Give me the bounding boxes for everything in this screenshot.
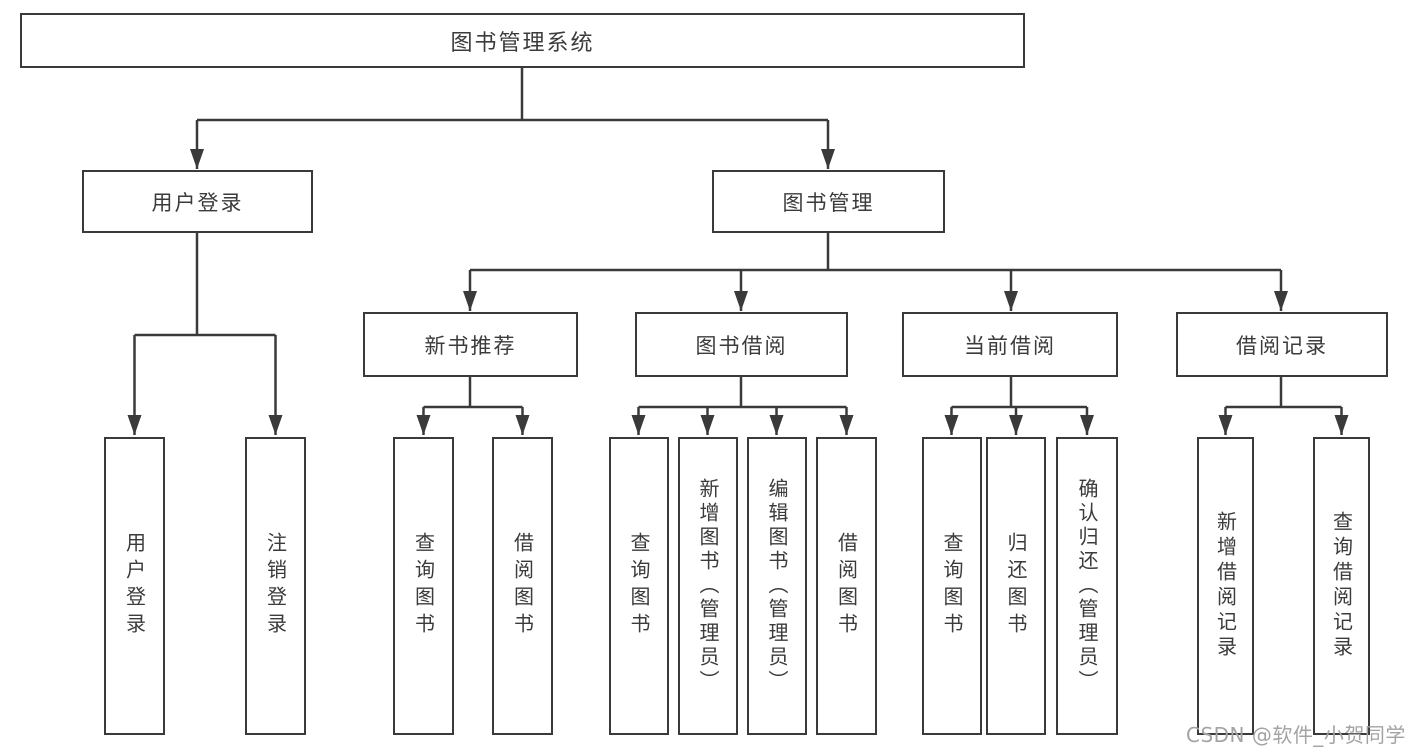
- leaf-record-query-label: 查询借阅记录: [1329, 511, 1354, 661]
- leaf-user-login-label: 用户登录: [122, 532, 147, 640]
- leaf-borrow-borrow-book-label: 借阅图书: [834, 532, 859, 640]
- leaf-logout-label: 注销登录: [263, 532, 288, 640]
- watermark: CSDN @软件_小贺同学: [1186, 723, 1405, 747]
- connector-borrow-record-children: [1218, 377, 1349, 435]
- leaf-current-query-label: 查询图书: [940, 532, 964, 640]
- leaf-borrow-query: 查询图书: [609, 437, 669, 735]
- leaf-current-query: 查询图书: [922, 437, 982, 735]
- node-current-borrow: 当前借阅: [902, 312, 1118, 377]
- node-system-root: 图书管理系统: [20, 13, 1025, 68]
- connector-book-borrow-children: [631, 377, 854, 435]
- leaf-borrow-query-label: 查询图书: [627, 532, 651, 640]
- leaf-borrow-edit-book: 编辑图书（管理员）: [747, 437, 807, 735]
- leaf-newbook-query: 查询图书: [393, 437, 454, 735]
- leaf-record-add: 新增借阅记录: [1197, 437, 1254, 735]
- node-new-book-recommend: 新书推荐: [363, 312, 578, 377]
- connector-new-book-rec-children: [416, 377, 530, 435]
- leaf-current-confirm-return: 确认归还（管理员）: [1056, 437, 1118, 735]
- leaf-record-add-label: 新增借阅记录: [1213, 511, 1238, 661]
- connector-current-borrow-children: [944, 377, 1094, 435]
- leaf-newbook-borrow-label: 借阅图书: [510, 532, 535, 640]
- leaf-borrow-borrow-book: 借阅图书: [816, 437, 877, 735]
- leaf-borrow-add-book: 新增图书（管理员）: [678, 437, 738, 735]
- leaf-borrow-add-book-label: 新增图书（管理员）: [696, 478, 720, 694]
- connector-book-mgmt-children: [463, 233, 1288, 311]
- leaf-record-query: 查询借阅记录: [1313, 437, 1370, 735]
- node-book-management: 图书管理: [712, 170, 945, 233]
- leaf-current-confirm-return-label: 确认归还（管理员）: [1075, 478, 1099, 694]
- connector-root-to-level2: [190, 68, 835, 169]
- node-book-borrow: 图书借阅: [635, 312, 848, 377]
- node-borrow-record: 借阅记录: [1176, 312, 1388, 377]
- connector-user-login-children: [127, 233, 283, 435]
- leaf-user-login: 用户登录: [104, 437, 165, 735]
- leaf-current-return-label: 归还图书: [1004, 532, 1028, 640]
- leaf-newbook-borrow: 借阅图书: [492, 437, 553, 735]
- leaf-current-return: 归还图书: [986, 437, 1046, 735]
- leaf-newbook-query-label: 查询图书: [411, 532, 436, 640]
- leaf-logout: 注销登录: [245, 437, 306, 735]
- node-user-login: 用户登录: [82, 170, 313, 233]
- leaf-borrow-edit-book-label: 编辑图书（管理员）: [765, 478, 789, 694]
